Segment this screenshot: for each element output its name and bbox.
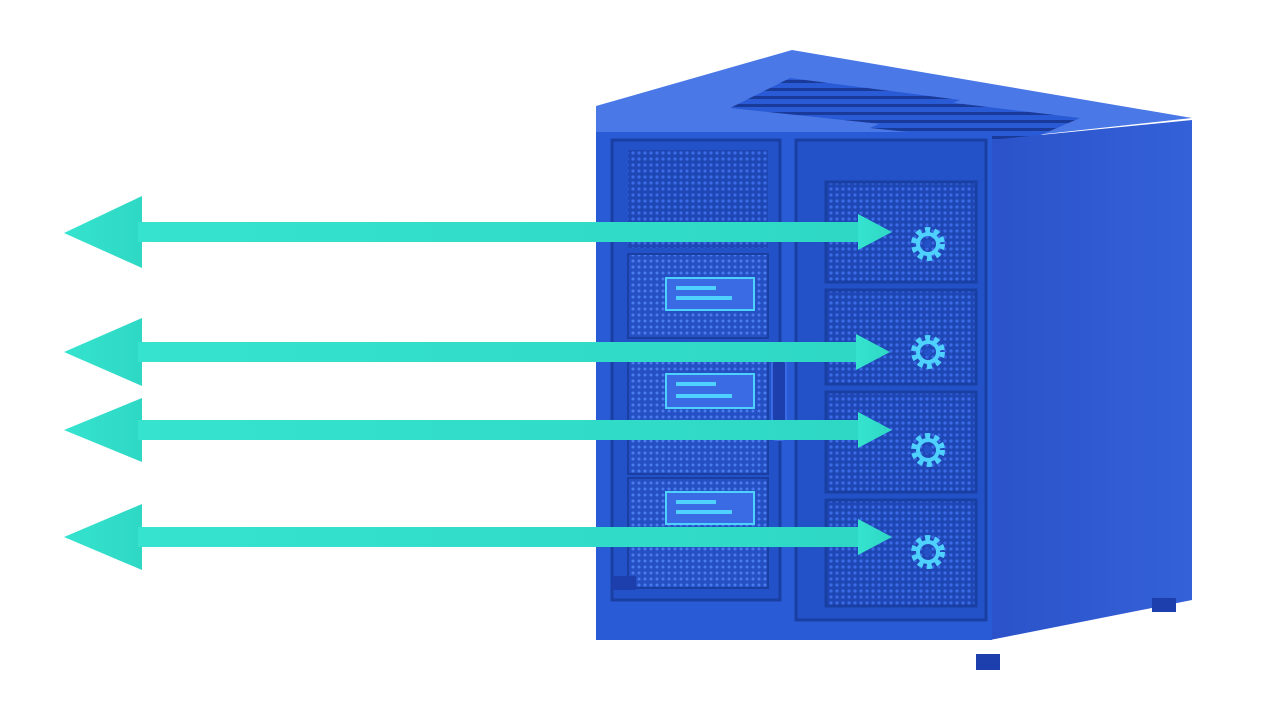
double-arrow-1	[64, 196, 892, 268]
double-arrow-4	[64, 504, 892, 570]
gear-icon	[911, 535, 945, 569]
gear-icon	[911, 433, 945, 467]
cabinet-side	[990, 120, 1192, 640]
cabinet-foot	[612, 576, 636, 590]
bay-3	[824, 390, 978, 494]
gear-icon	[911, 227, 945, 261]
gear-icon	[911, 335, 945, 369]
bay-2	[824, 288, 978, 386]
bay-4	[824, 498, 978, 608]
drive-1	[627, 253, 769, 339]
double-arrow-2	[64, 318, 890, 386]
cabinet-foot	[1152, 598, 1176, 612]
cabinet-foot	[976, 654, 1000, 670]
drive-3	[627, 433, 769, 475]
double-arrow-3	[64, 398, 892, 462]
